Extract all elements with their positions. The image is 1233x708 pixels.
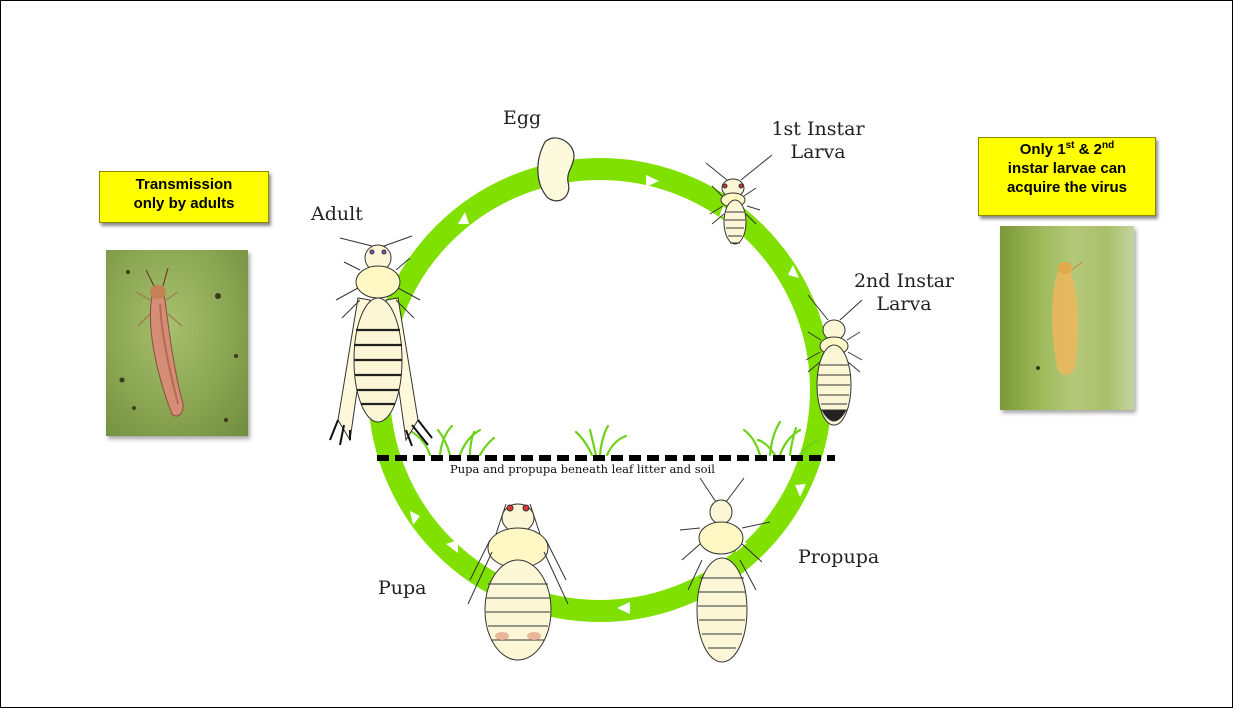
adult-thrips-photo xyxy=(106,250,248,436)
egg-illustration xyxy=(538,138,574,201)
larvae-acquisition-callout: Only 1st & 2nd instar larvae can acquire… xyxy=(978,137,1156,216)
cycle-ring xyxy=(379,169,821,611)
callout-line: Only 1st & 2nd xyxy=(979,140,1155,159)
grass-tuft xyxy=(576,426,626,455)
label-line: Larva xyxy=(840,293,968,316)
label-line: 1st Instar xyxy=(758,118,878,141)
callout-line: Transmission xyxy=(100,175,268,194)
callout-text: Only 1 xyxy=(1020,141,1066,158)
label-line: Larva xyxy=(758,141,878,164)
callout-text: & 2 xyxy=(1075,141,1103,158)
label-line: 2nd Instar xyxy=(840,270,968,293)
propupa-label: Propupa xyxy=(798,546,879,569)
larva-photo xyxy=(1000,226,1134,410)
egg-label: Egg xyxy=(503,107,541,130)
callout-line: instar larvae can xyxy=(979,159,1155,178)
adult-transmission-callout: Transmission only by adults xyxy=(99,171,269,223)
pupa-label: Pupa xyxy=(378,577,427,600)
superscript: nd xyxy=(1102,140,1114,151)
propupa-illustration xyxy=(680,478,770,662)
grass-tufts xyxy=(412,422,818,455)
callout-line: only by adults xyxy=(100,194,268,213)
callout-line: acquire the virus xyxy=(979,178,1155,197)
first-instar-label: 1st Instar Larva xyxy=(758,118,878,164)
second-instar-label: 2nd Instar Larva xyxy=(840,270,968,316)
adult-label: Adult xyxy=(311,203,363,226)
superscript: st xyxy=(1066,140,1075,151)
ground-note: Pupa and propupa beneath leaf litter and… xyxy=(450,462,715,476)
